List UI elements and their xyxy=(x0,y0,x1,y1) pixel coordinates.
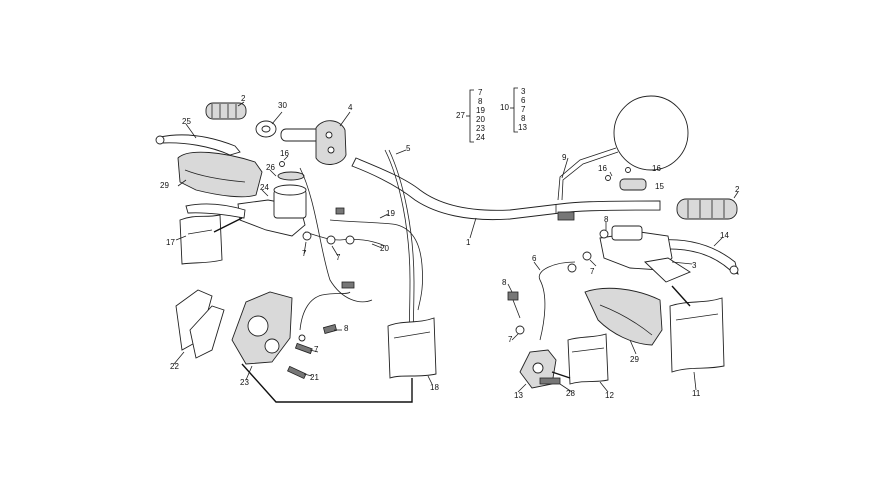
bag-11 xyxy=(669,297,725,373)
callout: 6 xyxy=(532,254,537,263)
left-caliper xyxy=(231,291,293,365)
callout: 1 xyxy=(466,238,471,247)
callout: 18 xyxy=(430,383,439,392)
group-10: 10 3 6 7 8 13 xyxy=(500,87,527,133)
callout: 28 xyxy=(566,389,575,398)
right-lever xyxy=(659,239,739,275)
group-10-item: 7 xyxy=(521,105,526,114)
throttle-tube xyxy=(280,128,322,142)
callout: 30 xyxy=(278,101,287,110)
group-27-item: 23 xyxy=(476,124,485,133)
group-27-item: 8 xyxy=(478,97,483,106)
callout: 2 xyxy=(241,94,246,103)
right-switch xyxy=(619,178,647,191)
callout: 26 xyxy=(266,163,275,172)
group-10-item: 3 xyxy=(521,87,526,96)
bag-17 xyxy=(179,214,223,265)
callout: 7 xyxy=(314,345,319,354)
group-10-item: 6 xyxy=(521,96,526,105)
callout: 17 xyxy=(166,238,175,247)
callout: 13 xyxy=(514,391,523,400)
right-grip xyxy=(676,198,738,220)
callout: 15 xyxy=(655,182,664,191)
left-lever xyxy=(155,134,241,156)
group-10-label: 10 xyxy=(500,103,509,112)
bag-18 xyxy=(387,317,437,379)
callout: 19 xyxy=(386,209,395,218)
callout: 29 xyxy=(160,181,169,190)
group-27: 27 7 8 19 20 23 24 xyxy=(456,88,485,143)
bag-12 xyxy=(567,333,609,385)
callout: 14 xyxy=(720,231,729,240)
mirror xyxy=(557,95,689,201)
callout: 8 xyxy=(604,215,609,224)
callout: 12 xyxy=(605,391,614,400)
callout: 16 xyxy=(598,164,607,173)
callout: 3 xyxy=(692,261,697,270)
brake-hoses xyxy=(299,231,576,341)
left-handguard xyxy=(177,151,263,198)
right-handguard xyxy=(584,287,663,346)
callout: 16 xyxy=(280,149,289,158)
brake-pads xyxy=(175,289,225,359)
fittings xyxy=(279,161,631,385)
right-master-cylinder xyxy=(599,225,691,283)
group-10-item: 13 xyxy=(518,123,527,132)
callout: 7 xyxy=(590,267,595,276)
group-10-item: 8 xyxy=(521,114,526,123)
callout: 4 xyxy=(348,103,353,112)
callout: 11 xyxy=(692,389,701,398)
connector-lines xyxy=(213,217,691,403)
callout: 7 xyxy=(302,249,307,258)
callout: 5 xyxy=(406,144,411,153)
leader-lines xyxy=(173,101,739,393)
callout: 25 xyxy=(182,117,191,126)
callout: 2 xyxy=(735,185,740,194)
callout: 16 xyxy=(652,164,661,173)
callout: 24 xyxy=(260,183,269,192)
callout: 22 xyxy=(170,362,179,371)
callout: 21 xyxy=(310,373,319,382)
callout: 23 xyxy=(240,378,249,387)
callout: 8 xyxy=(344,324,349,333)
callout: 7 xyxy=(508,335,513,344)
group-27-item: 20 xyxy=(476,115,485,124)
left-grip xyxy=(205,102,247,120)
group-27-label: 27 xyxy=(456,111,465,120)
callout: 29 xyxy=(630,355,639,364)
left-switch-housing xyxy=(315,120,347,165)
callout: 7 xyxy=(336,253,341,262)
callout: 9 xyxy=(562,153,567,162)
callout: 20 xyxy=(380,244,389,253)
group-27-item: 7 xyxy=(478,88,483,97)
group-27-item: 19 xyxy=(476,106,485,115)
handlebar xyxy=(351,157,661,221)
callout-labels: 1 2 2 3 4 5 6 7 7 7 7 7 8 8 8 9 11 12 13… xyxy=(160,94,740,400)
group-27-item: 24 xyxy=(476,133,485,142)
callout: 8 xyxy=(502,278,507,287)
